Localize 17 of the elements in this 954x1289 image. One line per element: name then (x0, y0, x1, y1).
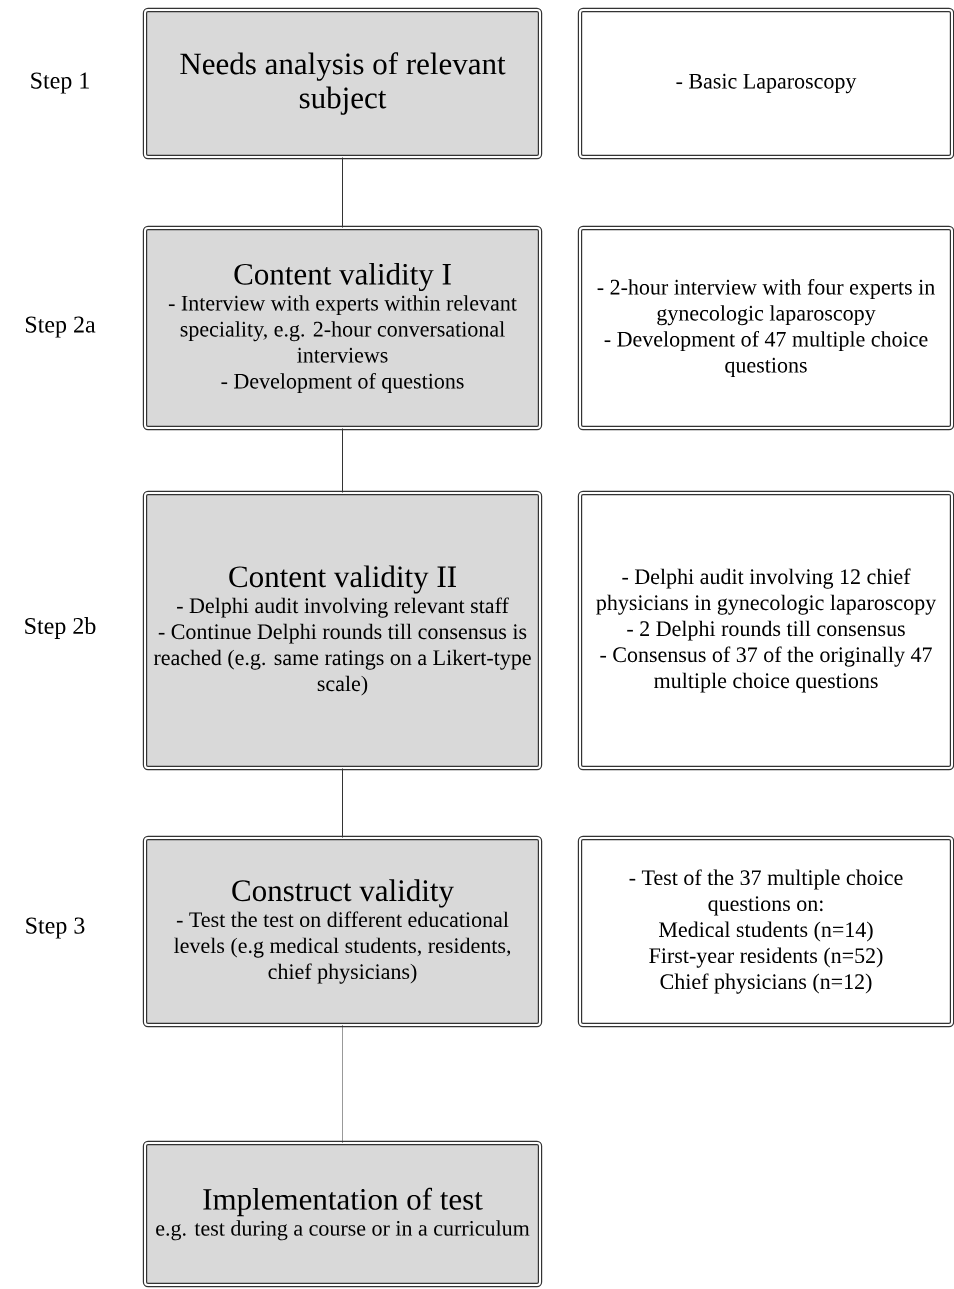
step-label: Step 2a (25, 316, 96, 338)
connector-line (342, 1025, 343, 1143)
step-box: Content validity I - Interview with experts within relevant speciality, e.g. 2-hour conversational interviews - Development of questions (142, 225, 543, 431)
result-box: - Test of the 37 multiple choice questions on: Medical students (n=14) First-year residents (n=52) Chief physicians (n=12) (577, 835, 954, 1028)
step-label: Step 3 (26, 917, 85, 939)
step-box: Construct validity - Test the test on different educational levels (e.g medical students, residents, chief physicians) (142, 835, 543, 1028)
connector-line (342, 768, 343, 838)
step-label: Step 1 (31, 72, 89, 94)
result-box: - Basic Laparoscopy (577, 7, 954, 160)
step-box: Content validity II - Delphi audit involving relevant staff - Continue Delphi rounds till consensus is reached (e.g. same ratings on a Likert-type scale) (142, 490, 543, 771)
step-label: Step 2b (25, 617, 96, 639)
result-box: - Delphi audit involving 12 chief physicians in gynecologic laparoscopy - 2 Delphi rounds till consensus - Consensus of 37 of the originally 47 multiple choice questions (577, 490, 954, 771)
connector-line (342, 428, 343, 493)
step-box: Needs analysis of relevant subject (142, 7, 543, 160)
step-box: Implementation of test e.g. test during a course or in a curriculum (142, 1140, 543, 1288)
connector-line (342, 157, 343, 228)
result-box: - 2-hour interview with four experts in gynecologic laparoscopy - Development of 47 multiple choice questions (577, 225, 954, 431)
